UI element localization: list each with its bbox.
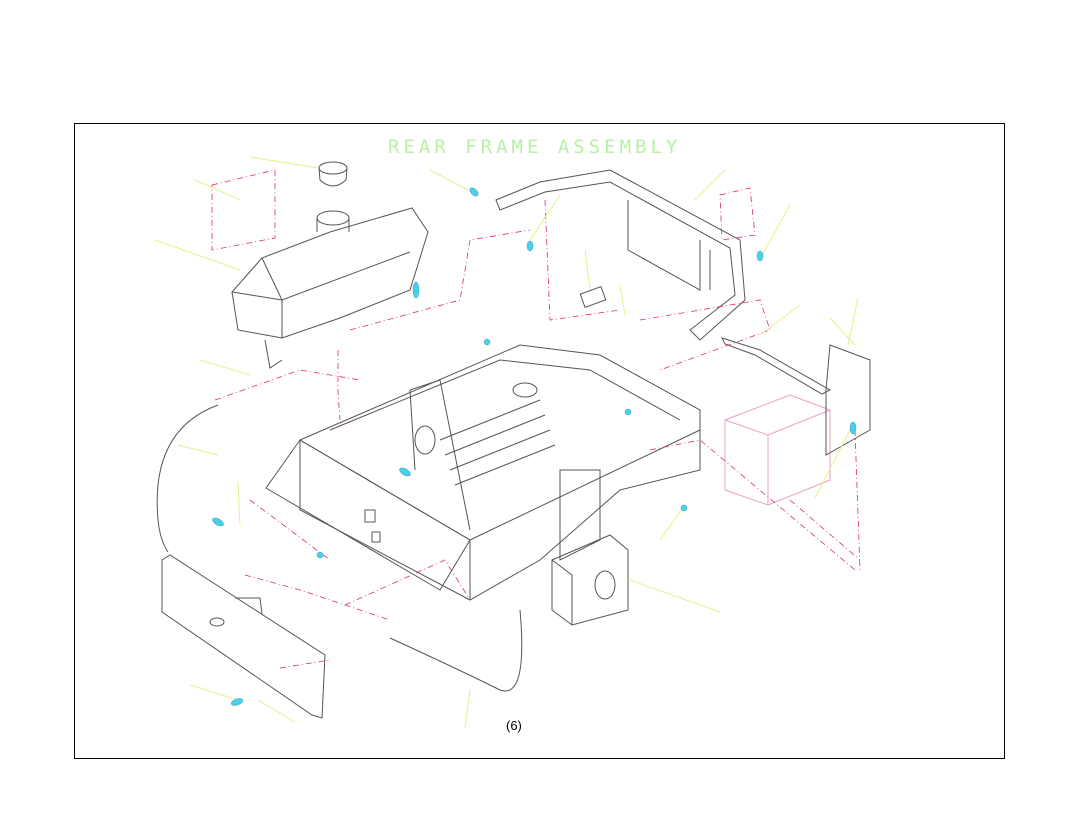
- fuel-cap: [318, 161, 348, 187]
- front-frame-plate: [265, 439, 471, 591]
- battery-bracket: [825, 344, 871, 456]
- fuel-filter: [579, 286, 607, 308]
- leader-lines: [154, 156, 859, 729]
- fuel-line: [156, 404, 523, 692]
- assembly-lines: [211, 169, 861, 669]
- diagram-title: REAR FRAME ASSEMBLY: [388, 136, 682, 158]
- fasteners: [212, 187, 857, 706]
- fuel-tank: [231, 207, 429, 369]
- seat-support-bracket: [495, 169, 746, 341]
- hitch-bracket: [551, 534, 629, 626]
- battery: [724, 394, 831, 506]
- page-number: (6): [506, 718, 522, 733]
- drawing-border: [74, 123, 1005, 759]
- rear-frame-weldment: [299, 344, 701, 601]
- battery-hold-down: [721, 337, 832, 395]
- lower-cover-plate: [161, 554, 326, 719]
